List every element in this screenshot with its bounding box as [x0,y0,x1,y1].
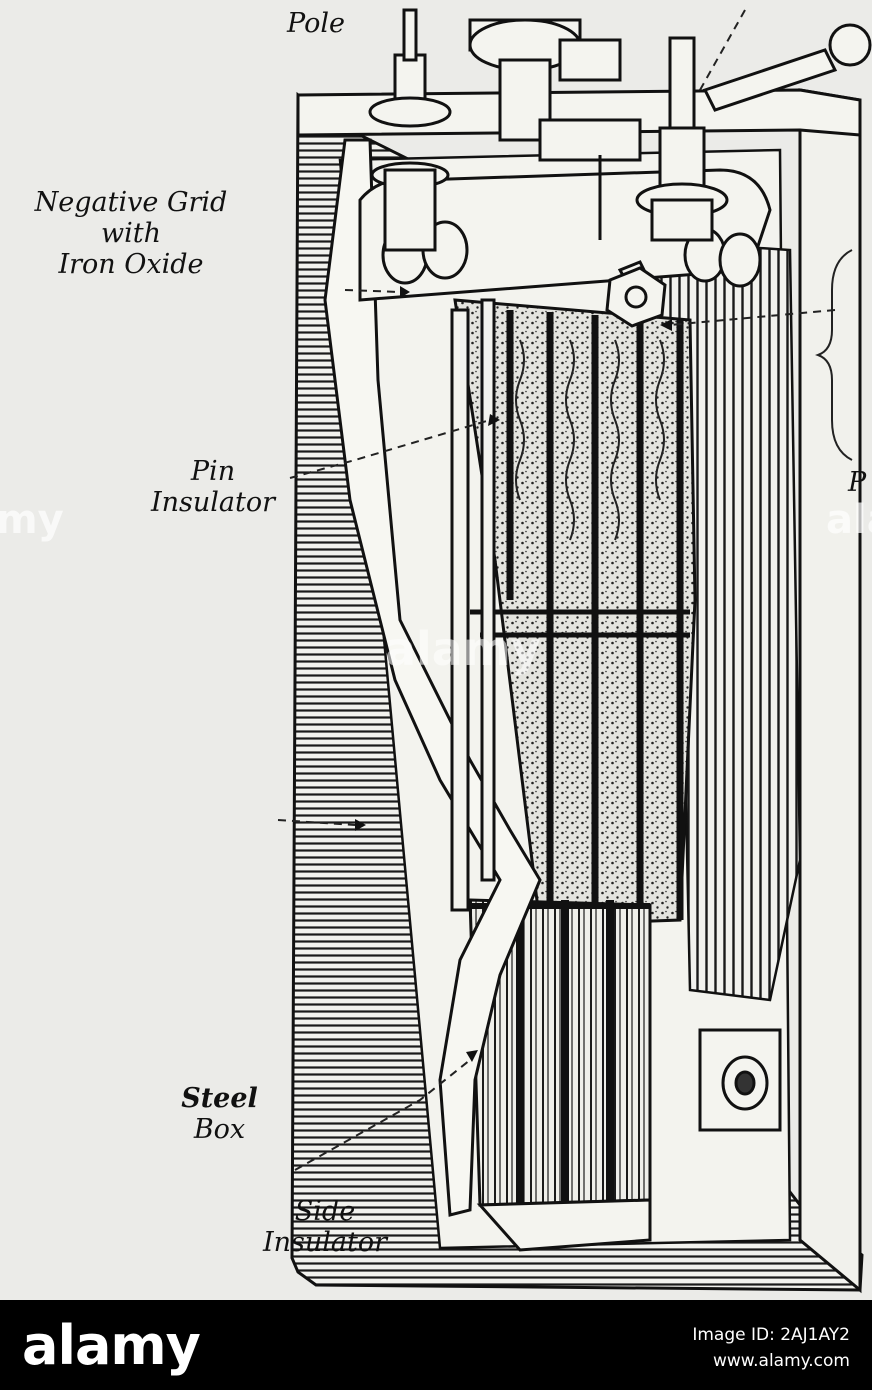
negative-grid-label-line-2: with [101,218,161,250]
negative-grid-label-line-3: Iron Oxide [58,249,204,281]
steel-box-label-line-1: Steel [181,1083,258,1114]
negative-grid-label-line-1: Negative Grid [34,187,228,218]
steel-box-label: Steel Box [152,1083,287,1145]
pin-insulator-label-line-1: Pin [190,456,236,487]
site-url-text: www.alamy.com [712,1351,850,1372]
pin-insulator-label: Pin Insulator [132,456,294,518]
watermark-center: alamy [385,622,541,676]
watermark-right-edge: ala [826,497,872,543]
right-partial-label: P [848,467,867,498]
battery-cell-cutaway-drawing [277,8,872,1294]
side-insulator-label: Side Insulator [255,1196,395,1258]
illustration-canvas: Pole Negative Grid with Iron Oxide Pin I… [0,8,872,1294]
stock-footer-bar: alamy Image ID: 2AJ1AY2 www.alamy.com [0,1300,872,1390]
steel-box-label-line-2: Box [193,1114,246,1146]
side-insulator-label-line-2: Insulator [262,1227,388,1259]
pin-insulator-label-line-2: Insulator [150,487,276,519]
pole-label: Pole [287,8,345,39]
footer-meta: Image ID: 2AJ1AY2 www.alamy.com [692,1322,850,1375]
watermark-left-edge: my [0,497,64,543]
side-insulator-label-line-1: Side [294,1196,356,1227]
image-id-text: Image ID: 2AJ1AY2 [692,1325,850,1345]
negative-grid-label: Negative Grid with Iron Oxide [0,187,262,280]
alamy-logo: alamy [22,1314,201,1377]
